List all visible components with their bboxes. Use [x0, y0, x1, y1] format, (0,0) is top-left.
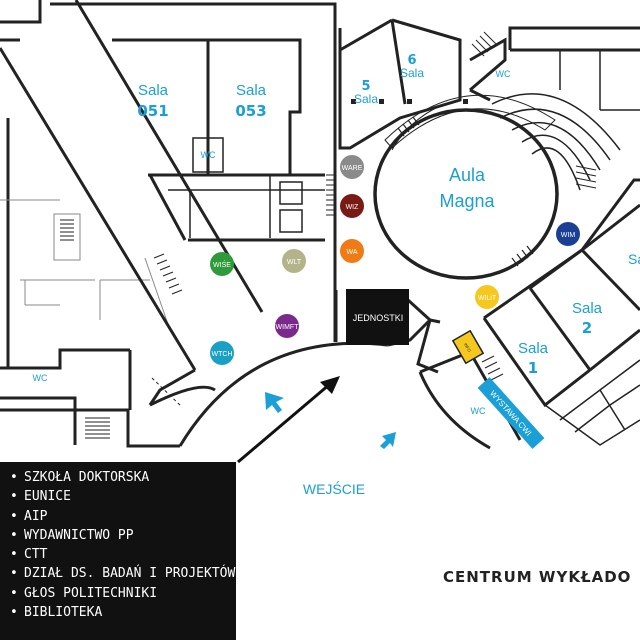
dept-wtch-marker[interactable]: WTCH [210, 341, 234, 365]
wystawa-label: WYSTAWA CWI [488, 389, 533, 438]
sala-051-label: Sala [138, 82, 169, 99]
wc-bottom-left: WC [33, 373, 48, 383]
dept-ware-marker[interactable]: WARE [340, 155, 364, 179]
sala-6-number: 6 [407, 53, 416, 68]
dept-wilit-code: WILiT [478, 295, 497, 302]
sala-5-6-walls [338, 18, 462, 150]
diagonal-corridor [0, 0, 264, 371]
dept-wise-marker[interactable]: WIŚE [210, 252, 234, 276]
wc-top-left: WC [201, 150, 216, 160]
sala-5-number: 5 [361, 79, 370, 94]
aula-stairs [397, 116, 534, 267]
dept-wa-code: WA [346, 249, 357, 256]
dept-wiz-code: WIZ [346, 204, 360, 211]
legend-item: •EUNICE [10, 489, 71, 505]
dept-wilit-marker[interactable]: WILiT [475, 285, 499, 309]
dept-wimft-marker[interactable]: WIMFT [275, 314, 299, 338]
entrance-dashed [151, 377, 183, 408]
ramp-left [153, 253, 183, 295]
dept-wiz-marker[interactable]: WIZ [340, 194, 364, 218]
sala-5-6-markers [351, 99, 468, 104]
sala-1-2-walls [482, 178, 640, 408]
wc-top-right: WC [496, 69, 511, 79]
legend-item: •GŁOS POLITECHNIKI [10, 585, 158, 601]
sala-053-number: 053 [235, 102, 266, 120]
dept-wa-marker[interactable]: WA [340, 239, 364, 263]
sala-1-label: Sala [518, 340, 549, 357]
sala-5-label: Sala [354, 92, 378, 106]
legend-item: •AIP [10, 508, 48, 524]
building-title: CENTRUM WYKŁADO [443, 568, 631, 586]
dept-wise-code: WIŚE [213, 260, 231, 269]
right-wing-walls [469, 26, 640, 102]
dept-wtch-code: WTCH [212, 351, 233, 358]
info-kiosk-label: INFO [463, 342, 472, 353]
legend-item: •CTT [10, 547, 48, 563]
direction-arrow-right-icon [380, 432, 396, 449]
info-kiosk[interactable]: INFO [451, 329, 485, 365]
legend-list: •SZKOŁA DOKTORSKA •EUNICE •AIP •WYDAWNIC… [10, 468, 236, 622]
sala-edge-label: Sa [628, 251, 640, 267]
central-block-walls [50, 2, 337, 342]
right-lower-seating [544, 359, 640, 446]
legend-item: •WYDAWNICTWO PP [10, 527, 134, 543]
stairs-right-top [471, 31, 597, 189]
legend-item: •DZIAŁ DS. BADAŃ I PROJEKTÓW [10, 566, 236, 582]
dept-wim-marker[interactable]: WIM [556, 222, 580, 246]
dept-wimft-code: WIMFT [276, 324, 300, 331]
left-wing-inner [0, 199, 171, 331]
right-wing-seating [491, 50, 640, 191]
sala-053-label: Sala [236, 82, 267, 99]
left-wing-walls [0, 0, 180, 448]
wc-bottom-right: WC [471, 406, 486, 416]
sala-2-label: Sala [572, 300, 603, 317]
stairs-center [326, 174, 336, 216]
aula-magna-line2: Magna [439, 191, 495, 211]
stairs-right-lower [481, 355, 504, 381]
legend-item: •BIBLIOTEKA [10, 605, 103, 621]
sala-1-number: 1 [528, 359, 538, 377]
legend-box: •SZKOŁA DOKTORSKA •EUNICE •AIP •WYDAWNIC… [0, 462, 236, 640]
aula-magna-line1: Aula [449, 165, 486, 185]
dept-wlt-marker[interactable]: WLT [282, 249, 306, 273]
direction-arrow-left-icon [265, 392, 284, 413]
dept-wlt-code: WLT [287, 259, 302, 266]
sala-2-number: 2 [582, 319, 592, 337]
entrance-label: WEJŚCIE [303, 480, 365, 497]
dept-wim-code: WIM [561, 232, 576, 239]
central-block-inner [168, 137, 325, 238]
aula-top-arc [384, 94, 556, 149]
corridor-lower [148, 368, 196, 406]
jednostki-label: JEDNOSTKI [353, 313, 404, 323]
sala-6-label: Sala [400, 66, 424, 80]
stairs-left [53, 213, 110, 439]
sala-051-number: 051 [137, 102, 168, 120]
dept-ware-code: WARE [342, 165, 363, 172]
jednostki-box[interactable] [346, 289, 409, 345]
aula-top-rail [391, 105, 441, 151]
entrance-main-arrow-icon [237, 376, 340, 464]
legend-item: •SZKOŁA DOKTORSKA [10, 470, 150, 485]
